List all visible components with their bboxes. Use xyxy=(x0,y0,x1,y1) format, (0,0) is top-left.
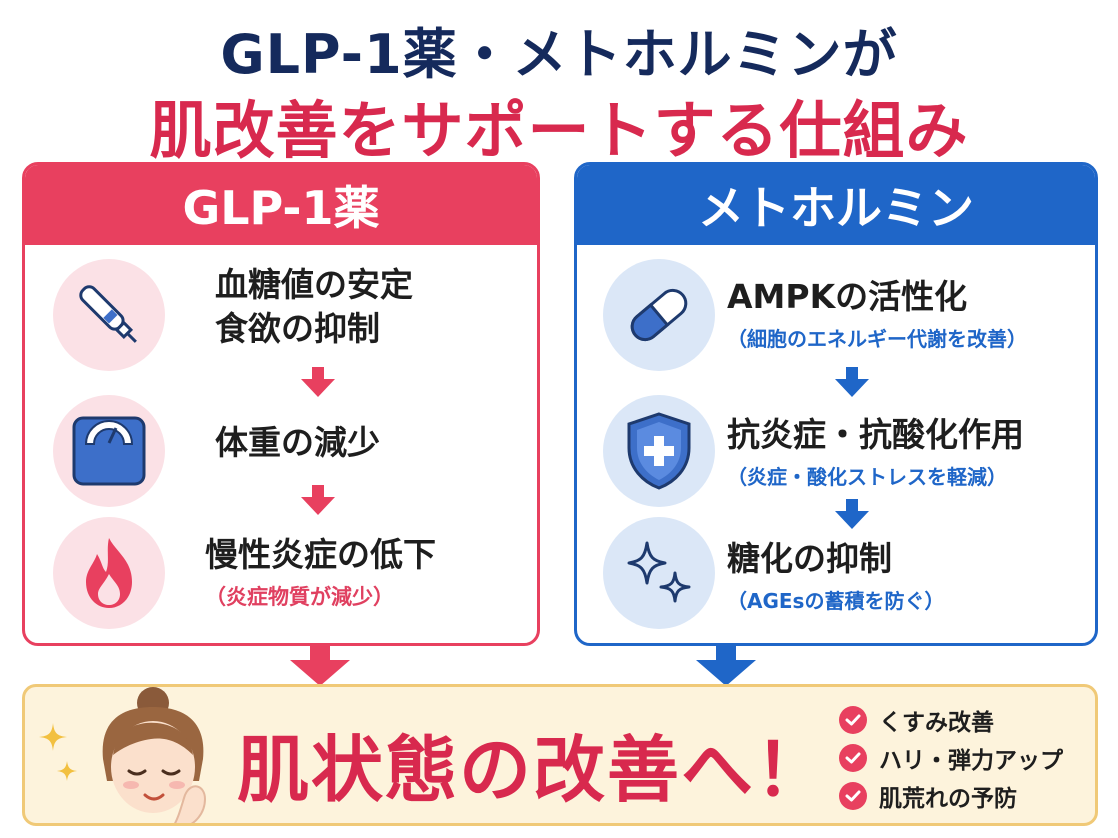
glp1-item-1-line1: 血糖値の安定 xyxy=(215,265,413,304)
benefit-label: 肌荒れの予防 xyxy=(879,786,1017,812)
glp1-item-3-line1: 慢性炎症の低下 xyxy=(205,535,436,574)
arrow-down-icon xyxy=(835,367,869,401)
glp1-item-1: 血糖値の安定 食欲の抑制 xyxy=(215,263,413,351)
arrow-down-icon xyxy=(696,646,756,690)
sparkle-icon xyxy=(35,719,85,793)
metformin-item-3: 糖化の抑制 （AGEsの蓄積を防ぐ） xyxy=(727,537,944,614)
capsule-icon xyxy=(603,259,715,371)
benefit-item: くすみ改善 xyxy=(839,701,1063,739)
check-icon xyxy=(839,782,867,810)
check-icon xyxy=(839,744,867,772)
flame-icon xyxy=(53,517,165,629)
glp1-item-1-line2: 食欲の抑制 xyxy=(215,309,380,348)
benefit-item: 肌荒れの予防 xyxy=(839,777,1063,815)
glp1-item-3: 慢性炎症の低下 （炎症物質が減少） xyxy=(205,533,436,611)
arrow-down-icon xyxy=(301,485,335,519)
result-title: 肌状態の改善へ！ xyxy=(237,728,830,812)
metformin-panel: メトホルミン AMPKの活性化 （細胞のエネルギー代謝を改善） 抗炎症・抗酸化作… xyxy=(574,162,1098,646)
glp1-item-2-line1: 体重の減少 xyxy=(215,423,380,462)
glp1-item-3-sub: （炎症物質が減少） xyxy=(205,585,394,609)
metformin-item-2-sub: （炎症・酸化ストレスを軽減） xyxy=(727,465,1007,489)
weight-scale-icon xyxy=(53,395,165,507)
benefit-label: ハリ・弾力アップ xyxy=(879,748,1063,774)
metformin-item-1-sub: （細胞のエネルギー代謝を改善） xyxy=(727,327,1027,351)
metformin-item-1-line1: AMPKの活性化 xyxy=(727,277,968,316)
arrow-down-icon xyxy=(835,499,869,533)
arrow-down-icon xyxy=(301,367,335,401)
benefit-item: ハリ・弾力アップ xyxy=(839,739,1063,777)
glp1-item-2: 体重の減少 xyxy=(215,421,380,465)
metformin-item-3-sub: （AGEsの蓄積を防ぐ） xyxy=(727,589,945,613)
metformin-item-2-line1: 抗炎症・抗酸化作用 xyxy=(727,415,1024,454)
metformin-item-1: AMPKの活性化 （細胞のエネルギー代謝を改善） xyxy=(727,275,1027,352)
result-box: 肌状態の改善へ！ くすみ改善 ハリ・弾力アップ 肌荒れの予防 xyxy=(22,684,1098,826)
sparkle-icon xyxy=(603,517,715,629)
metformin-item-2: 抗炎症・抗酸化作用 （炎症・酸化ストレスを軽減） xyxy=(727,413,1024,490)
check-icon xyxy=(839,706,867,734)
page-title: GLP-1薬・メトホルミンが xyxy=(220,23,898,86)
metformin-panel-header: メトホルミン xyxy=(577,165,1095,245)
glp1-panel-header: GLP-1薬 xyxy=(25,165,537,245)
metformin-item-3-line1: 糖化の抑制 xyxy=(727,539,892,578)
woman-illustration xyxy=(79,687,229,823)
glp1-panel: GLP-1薬 血糖値の安定 食欲の抑制 体重の減少 xyxy=(22,162,540,646)
shield-plus-icon xyxy=(603,395,715,507)
benefit-checklist: くすみ改善 ハリ・弾力アップ 肌荒れの予防 xyxy=(839,701,1063,815)
benefit-label: くすみ改善 xyxy=(879,710,994,736)
page-subtitle: 肌改善をサポートする仕組み xyxy=(149,94,969,167)
arrow-down-icon xyxy=(290,646,350,690)
injection-pen-icon xyxy=(53,259,165,371)
